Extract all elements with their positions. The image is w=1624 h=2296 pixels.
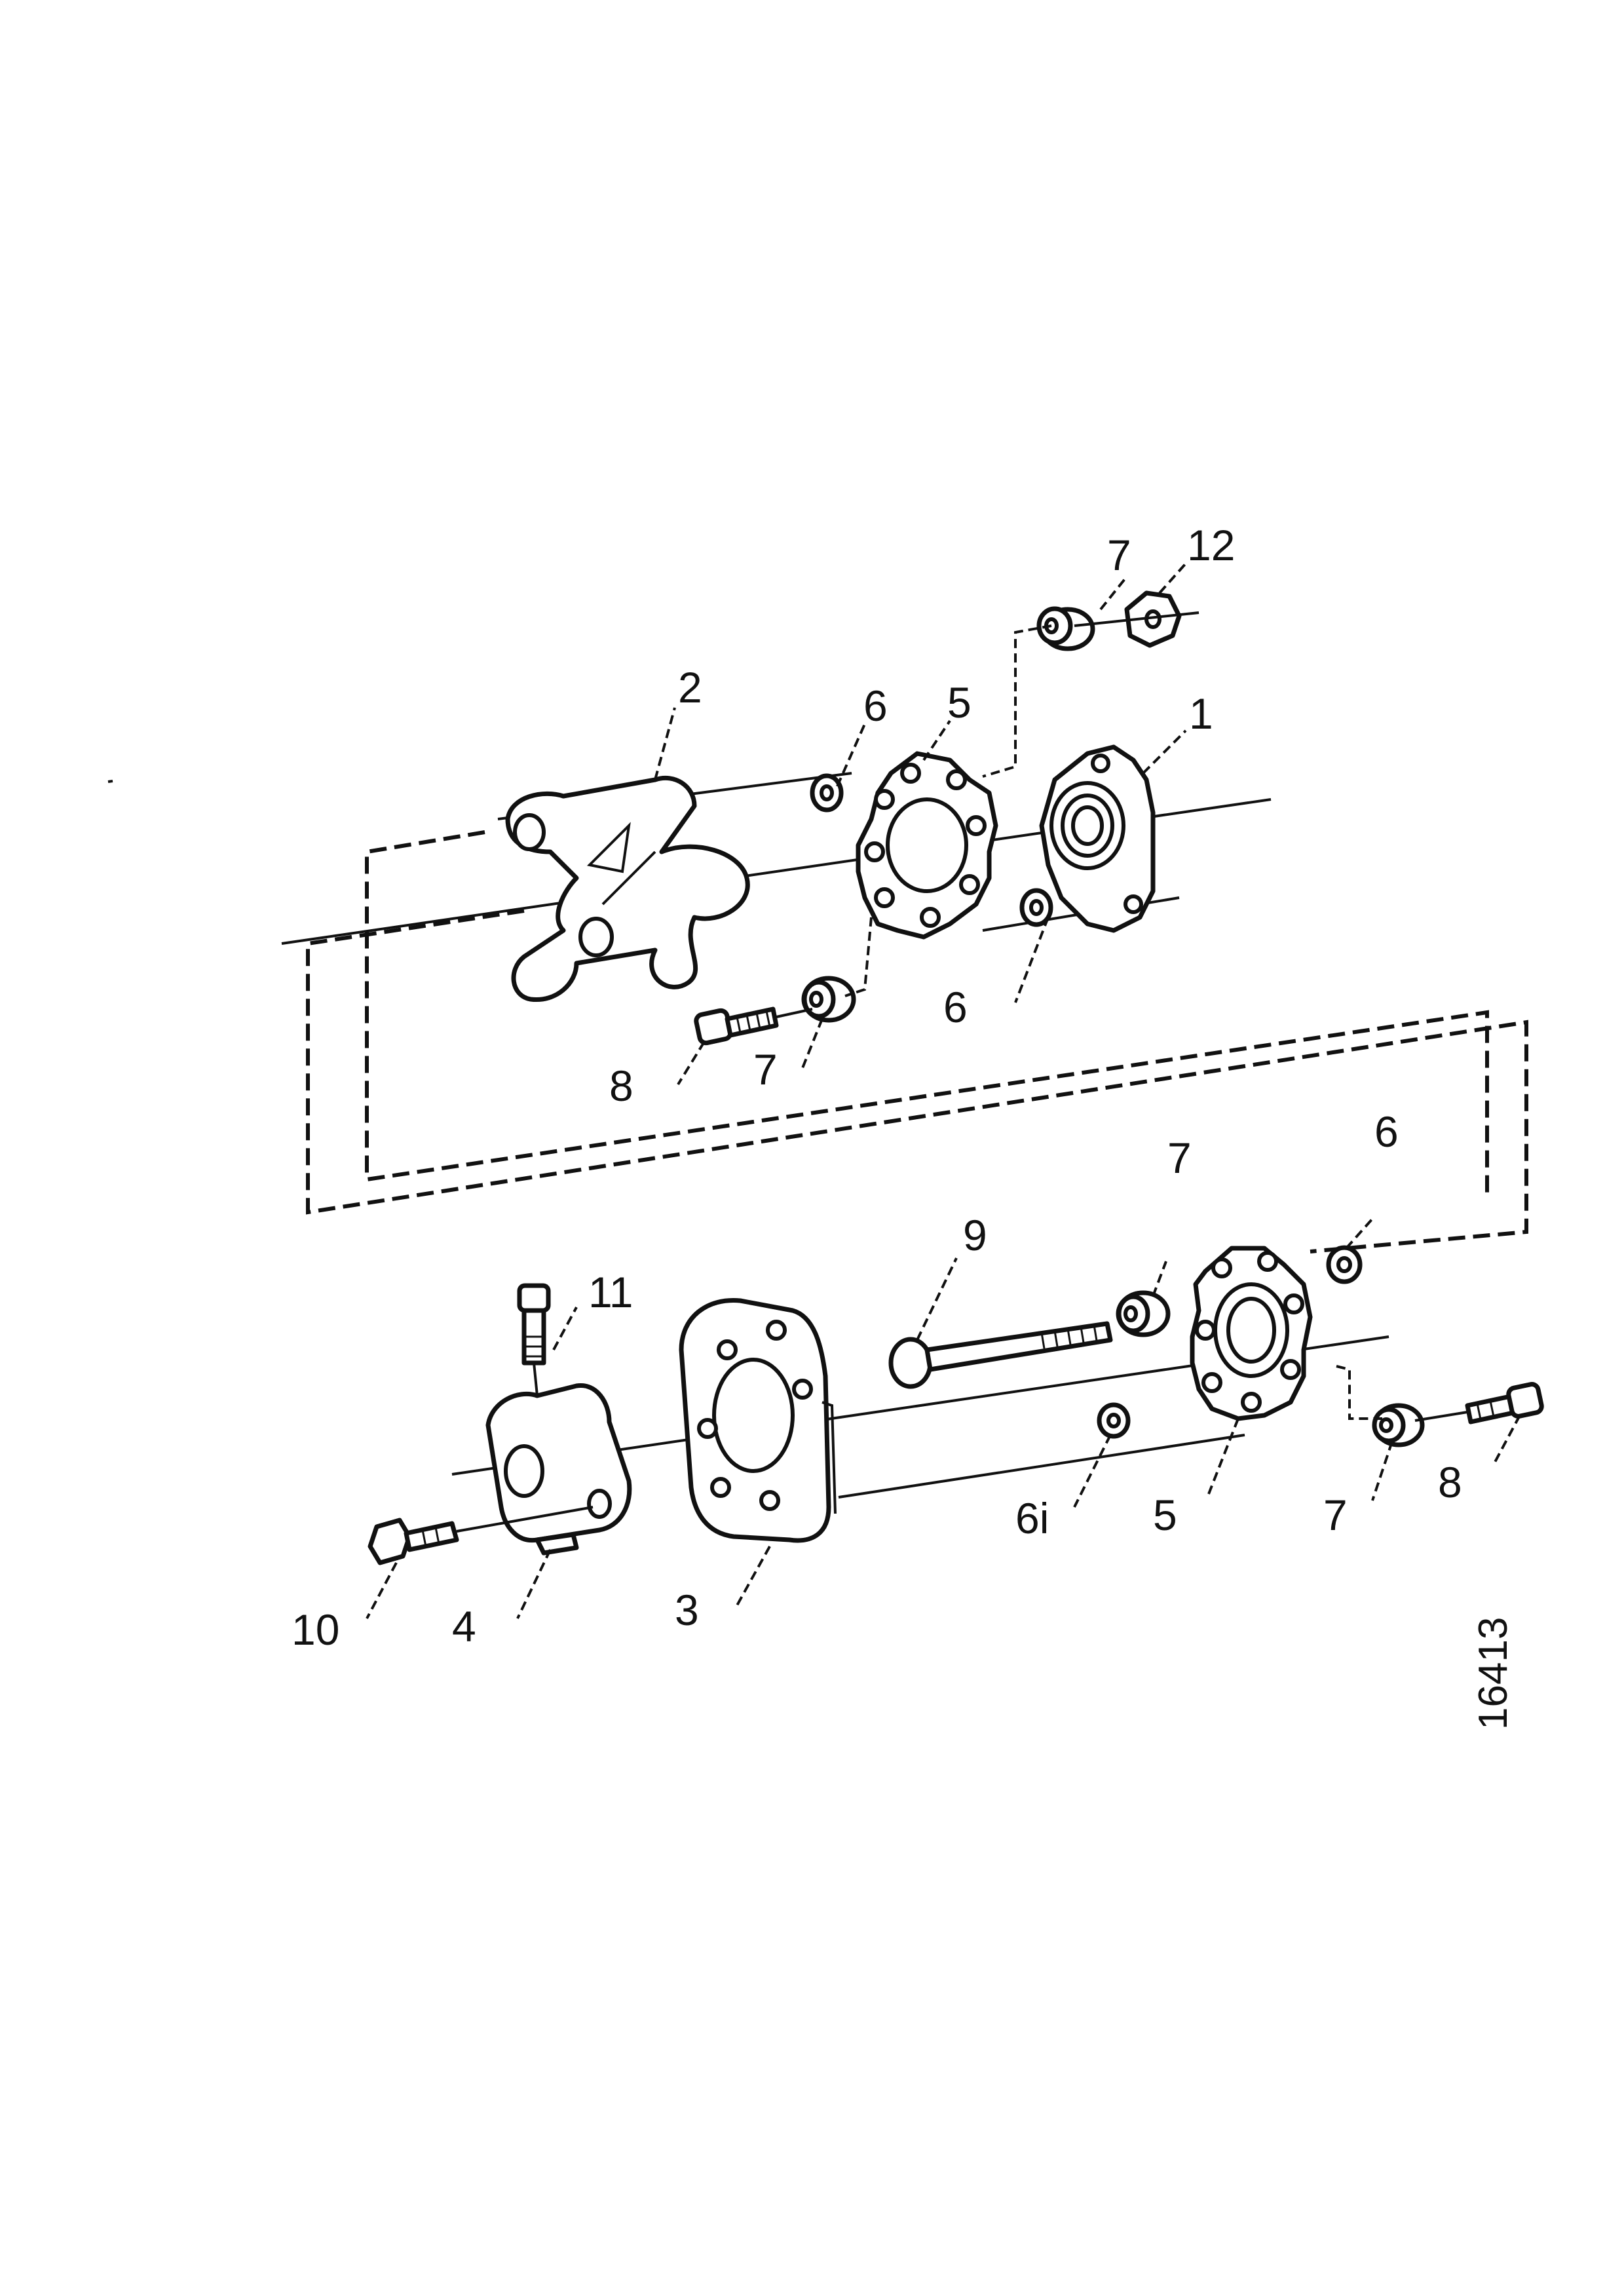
label-part-7-bottom-a: 7 [1167, 1134, 1192, 1182]
lead-nut-to-flange [982, 624, 1052, 778]
label-part-5-bottom: 5 [1153, 1491, 1177, 1539]
part-7-nut-lower-a [1116, 1290, 1171, 1337]
leader-lines [366, 562, 1521, 1619]
label-part-9: 9 [963, 1211, 987, 1259]
part-7-nut-upper [801, 976, 856, 1023]
part-2-bracket [505, 775, 750, 1003]
label-part-6-bottom-b: 6i [1015, 1494, 1049, 1542]
lead-flange-to-lower-nut [844, 917, 873, 997]
label-part-11: 11 [588, 1268, 633, 1316]
label-part-10: 10 [292, 1605, 339, 1654]
label-part-4: 4 [452, 1602, 476, 1651]
part-6-washer-upper-a [810, 773, 844, 813]
label-part-12: 12 [1187, 521, 1235, 569]
part-5-flange-upper [856, 751, 998, 940]
part-10-bolt [368, 1506, 594, 1565]
figure-number: 16413 [1471, 1617, 1516, 1730]
connection-line-outer [306, 909, 1528, 1253]
label-part-2: 2 [678, 663, 702, 712]
part-5-flange-lower [1190, 1246, 1313, 1421]
label-part-3: 3 [675, 1586, 699, 1634]
part-3-coupling [679, 1297, 837, 1543]
part-6-washer-upper-b [1019, 888, 1053, 927]
part-7-nut-top [1036, 606, 1095, 651]
part-4-clamp [485, 1383, 632, 1556]
part-11-bolt [517, 1283, 551, 1396]
label-part-7-top-b: 7 [753, 1045, 778, 1094]
axis-lower-bottom [838, 1434, 1245, 1499]
label-part-8-top: 8 [609, 1062, 633, 1110]
label-part-6-bottom-a: 6 [1374, 1107, 1399, 1156]
axis-top-nuts [1074, 611, 1199, 627]
label-part-8-bottom: 8 [1438, 1458, 1462, 1506]
connection-line-inner [365, 830, 1489, 1199]
label-part-1: 1 [1189, 689, 1213, 738]
stray-mark [107, 780, 113, 783]
part-8-bolt-upper [694, 1006, 779, 1046]
label-part-6-top-a: 6 [863, 681, 888, 730]
label-part-5-top: 5 [947, 678, 972, 727]
label-part-7-top-a: 7 [1107, 531, 1131, 579]
axis-upper-bolt [776, 1008, 813, 1018]
part-9-long-bolt [888, 1321, 1113, 1389]
label-part-6-top-b: 6 [943, 983, 968, 1031]
part-7-nut-lower-b [1372, 1403, 1425, 1447]
part-1-hub [1039, 744, 1156, 933]
part-8-bolt-lower [1414, 1382, 1544, 1425]
lead-lower-flange-to-nut [1336, 1365, 1382, 1420]
part-6-washer-lower-a [1326, 1245, 1363, 1284]
label-part-7-bottom-b: 7 [1323, 1491, 1348, 1539]
part-12-hex-nut [1124, 590, 1182, 648]
part-6-washer-lower-b [1097, 1402, 1131, 1439]
